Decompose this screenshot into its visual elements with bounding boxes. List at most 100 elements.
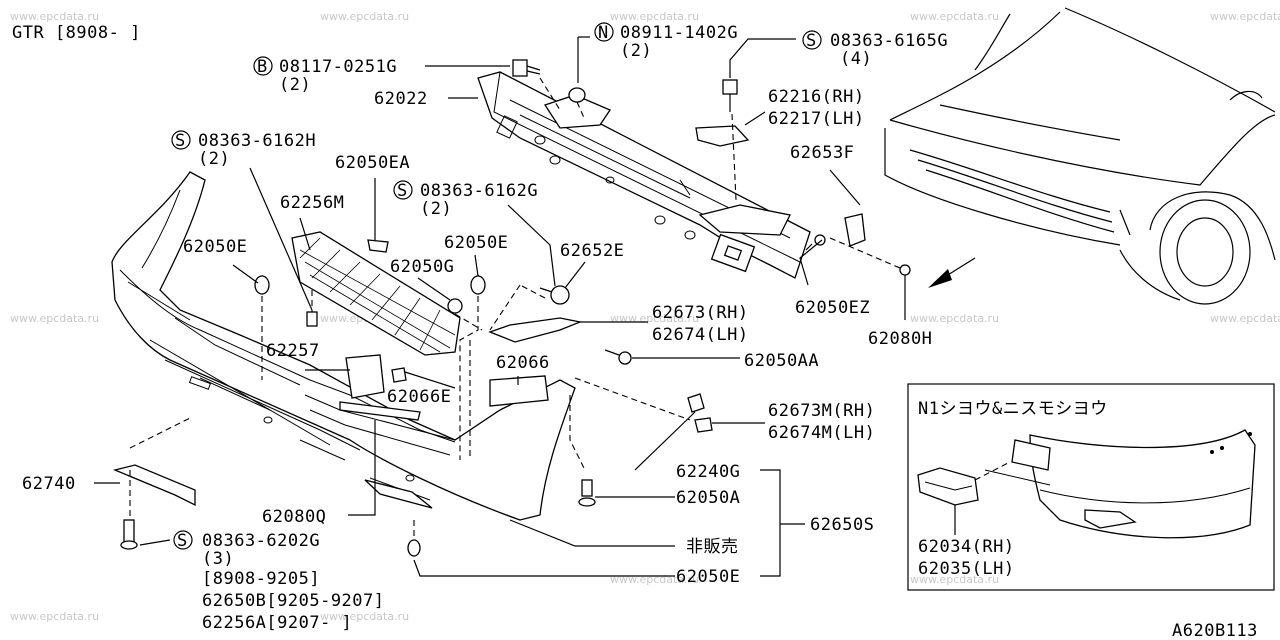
- note: 62650B[9205-9207]: [202, 591, 385, 611]
- part-label: 62217(LH): [768, 109, 865, 129]
- part-label: 62653F: [790, 143, 854, 163]
- inset-title: N1シヨウ&ニスモシヨウ: [918, 399, 1108, 419]
- watermark: www.epcdata.ru: [610, 10, 699, 23]
- part-label: 62080H: [868, 329, 932, 349]
- part-label: 62674M(LH): [768, 423, 875, 443]
- watermark: www.epcdata.ru: [910, 312, 999, 325]
- part-label: 62050AA: [744, 351, 819, 371]
- part-label: 62050G: [390, 257, 454, 277]
- front-bumper-fascia: [111, 171, 576, 521]
- note: 62256A[9207- ]: [202, 613, 352, 633]
- bolt-icon: [512, 59, 541, 77]
- fastener-qty: (3): [202, 549, 234, 569]
- direction-arrow-head: [928, 269, 952, 288]
- part-label: 62257: [266, 341, 320, 361]
- model-range: GTR [8908- ]: [12, 23, 141, 43]
- duct-62034: [917, 467, 979, 506]
- nut-icon: [568, 87, 586, 103]
- fastener-symbol: S: [175, 131, 186, 151]
- part-label: 62673(RH): [652, 303, 749, 323]
- plate-62066: [489, 375, 549, 407]
- watermark: www.epcdata.ru: [1210, 10, 1280, 23]
- fastener-qty: (2): [198, 149, 230, 169]
- part-label: 62652E: [560, 241, 624, 261]
- clip-icon: [899, 264, 911, 276]
- plate-62257: [345, 354, 385, 399]
- diagram-id: A620B113: [1172, 621, 1258, 640]
- watermark: www.epcdata.ru: [910, 10, 999, 23]
- bracket-62216: [695, 125, 750, 147]
- part-label: 62022: [374, 89, 428, 109]
- watermark: www.epcdata.ru: [910, 573, 999, 586]
- part-label: 62066E: [387, 387, 451, 407]
- emblem-plate-62080Q: [339, 401, 421, 421]
- part-label: 62050E: [183, 237, 247, 257]
- fastener-code: 08363-6202G: [202, 531, 320, 551]
- bracket-62740: [112, 464, 196, 507]
- fastener-code: 08363-6162G: [420, 181, 538, 201]
- fastener-08117-0251G: B 08117-0251G (2): [253, 56, 397, 95]
- watermark: www.epcdata.ru: [320, 610, 409, 623]
- fastener-08363-6162G: S 08363-6162G (2): [393, 180, 538, 219]
- watermark: www.epcdata.ru: [10, 610, 99, 623]
- clip-62653F: [844, 213, 866, 247]
- fastener-08911-1402G: N 08911-1402G (2): [594, 22, 738, 61]
- fastener-code: 08911-1402G: [620, 23, 738, 43]
- bolt-icon: [539, 285, 570, 305]
- fastener-qty: (4): [840, 49, 872, 69]
- bolt-icon: [120, 519, 138, 550]
- fastener-symbol: S: [177, 531, 188, 551]
- fastener-08363-6202G: S 08363-6202G (3): [173, 530, 320, 569]
- clip-62066E: [391, 367, 407, 383]
- part-label: 62034(RH): [918, 537, 1015, 557]
- inset-box: N1シヨウ&ニスモシヨウ 62034(RH) 62035(LH): [907, 383, 1275, 591]
- part-label: 62650S: [810, 515, 874, 535]
- part-labels: 62022 62216(RH) 62217(LH) 62653F 62050EA…: [22, 87, 932, 587]
- part-label: 62050E: [676, 567, 740, 587]
- part-label: 62050EZ: [795, 298, 870, 318]
- fastener-symbol: S: [397, 181, 408, 201]
- screw-icon: [604, 349, 632, 365]
- screw-icon: [306, 311, 318, 327]
- fastener-qty: (2): [420, 199, 452, 219]
- clip-icon: [254, 275, 270, 295]
- car-outline: [884, 7, 1276, 305]
- fastener-qty: (2): [620, 41, 652, 61]
- note: [8908-9205]: [202, 569, 320, 589]
- bolt-icon: [722, 79, 738, 112]
- date-notes: [8908-9205] 62650B[9205-9207] 62256A[920…: [202, 569, 385, 633]
- part-label: 62674(LH): [652, 325, 749, 345]
- screw-icon: [578, 479, 596, 507]
- bracket-62673M: [694, 417, 713, 433]
- watermark: www.epcdata.ru: [10, 10, 99, 23]
- watermarks: www.epcdata.ru www.epcdata.ru www.epcdat…: [10, 10, 1280, 623]
- part-label: 62050A: [676, 488, 740, 508]
- fastener-symbol: S: [806, 31, 817, 51]
- part-label: 62673M(RH): [768, 401, 875, 421]
- clip-icon: [470, 275, 486, 295]
- part-label: 62256M: [280, 193, 344, 213]
- fastener-qty: (2): [279, 75, 311, 95]
- watermark: www.epcdata.ru: [10, 312, 99, 325]
- part-label: 62240G: [676, 462, 740, 482]
- part-label: 62740: [22, 474, 76, 494]
- part-label: 62050E: [444, 233, 508, 253]
- part-label: 62080Q: [262, 507, 326, 527]
- part-label: 非販売: [686, 537, 739, 557]
- fastener-code: 08363-6162H: [198, 131, 316, 151]
- nut-icon: [687, 393, 705, 413]
- part-label: 62216(RH): [768, 87, 865, 107]
- rivet-icon: [805, 234, 826, 251]
- watermark: www.epcdata.ru: [1210, 312, 1280, 325]
- bracket-62673: [488, 317, 583, 343]
- part-label: 62035(LH): [918, 559, 1015, 579]
- part-label: 62050EA: [335, 153, 410, 173]
- clip-icon: [407, 539, 421, 557]
- fastener-code: 08363-6165G: [830, 31, 948, 51]
- fastener-symbol: N: [598, 23, 609, 43]
- watermark: www.epcdata.ru: [320, 10, 409, 23]
- part-label: 62066: [496, 353, 550, 373]
- bumper-reinforcement: [477, 71, 811, 279]
